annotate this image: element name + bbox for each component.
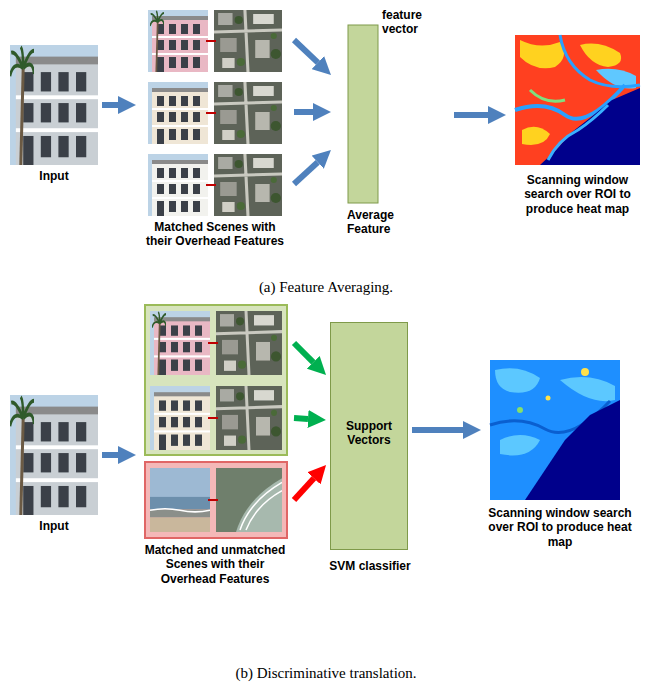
node-subtext: SVM classifier bbox=[306, 559, 434, 573]
arrow-connector bbox=[294, 343, 314, 500]
arrow-shaft bbox=[412, 427, 463, 433]
node-text: Scanning window search over ROI to produ… bbox=[510, 173, 645, 216]
arrow-connector bbox=[102, 455, 118, 456]
arrow-shaft bbox=[294, 343, 313, 362]
figure-caption: (b) Discriminative translation. bbox=[0, 664, 652, 682]
svm-box: Support VectorsSVM classifier bbox=[330, 322, 408, 550]
arrow-connector bbox=[294, 40, 318, 184]
heat-map-a bbox=[515, 35, 640, 165]
matched-scenes-group: Matched Scenes with their Overhead Featu… bbox=[140, 8, 290, 251]
arrow-shaft bbox=[294, 162, 318, 184]
arrow-shaft bbox=[294, 478, 314, 500]
arrow-shaft bbox=[294, 109, 313, 115]
figure-caption: (a) Feature Averaging. bbox=[0, 278, 652, 296]
arrow-shaft bbox=[102, 102, 118, 108]
input-image: Input bbox=[10, 395, 98, 536]
heat-map-b bbox=[490, 360, 620, 500]
arrow-shaft bbox=[454, 112, 488, 118]
node-text: Input bbox=[5, 169, 103, 183]
arrow-connector bbox=[454, 115, 488, 116]
feature-vector-bar: feature vectorAverage Feature bbox=[335, 8, 450, 239]
node-text: Scanning window search over ROI to produ… bbox=[485, 506, 635, 549]
arrow-shaft bbox=[102, 452, 118, 458]
input-image: Input bbox=[10, 45, 98, 186]
arrow-shaft bbox=[294, 40, 318, 63]
heat-map-panel: Scanning window search over ROI to produ… bbox=[510, 35, 645, 219]
node-text: feature vector bbox=[382, 8, 450, 37]
matched-unmatched-group: Matched and unmatched Scenes with their … bbox=[140, 303, 290, 589]
arrow-shaft bbox=[294, 415, 308, 422]
arrow-connector bbox=[102, 105, 118, 106]
node-text: Matched and unmatched Scenes with their … bbox=[140, 543, 290, 586]
node-text: Support Vectors bbox=[331, 419, 407, 448]
node-text: Input bbox=[5, 519, 103, 533]
heat-map-panel: Scanning window search over ROI to produ… bbox=[485, 360, 635, 552]
arrow-connector bbox=[412, 430, 463, 431]
node-subtext: Average Feature bbox=[347, 208, 427, 237]
node-text: Matched Scenes with their Overhead Featu… bbox=[140, 220, 290, 249]
